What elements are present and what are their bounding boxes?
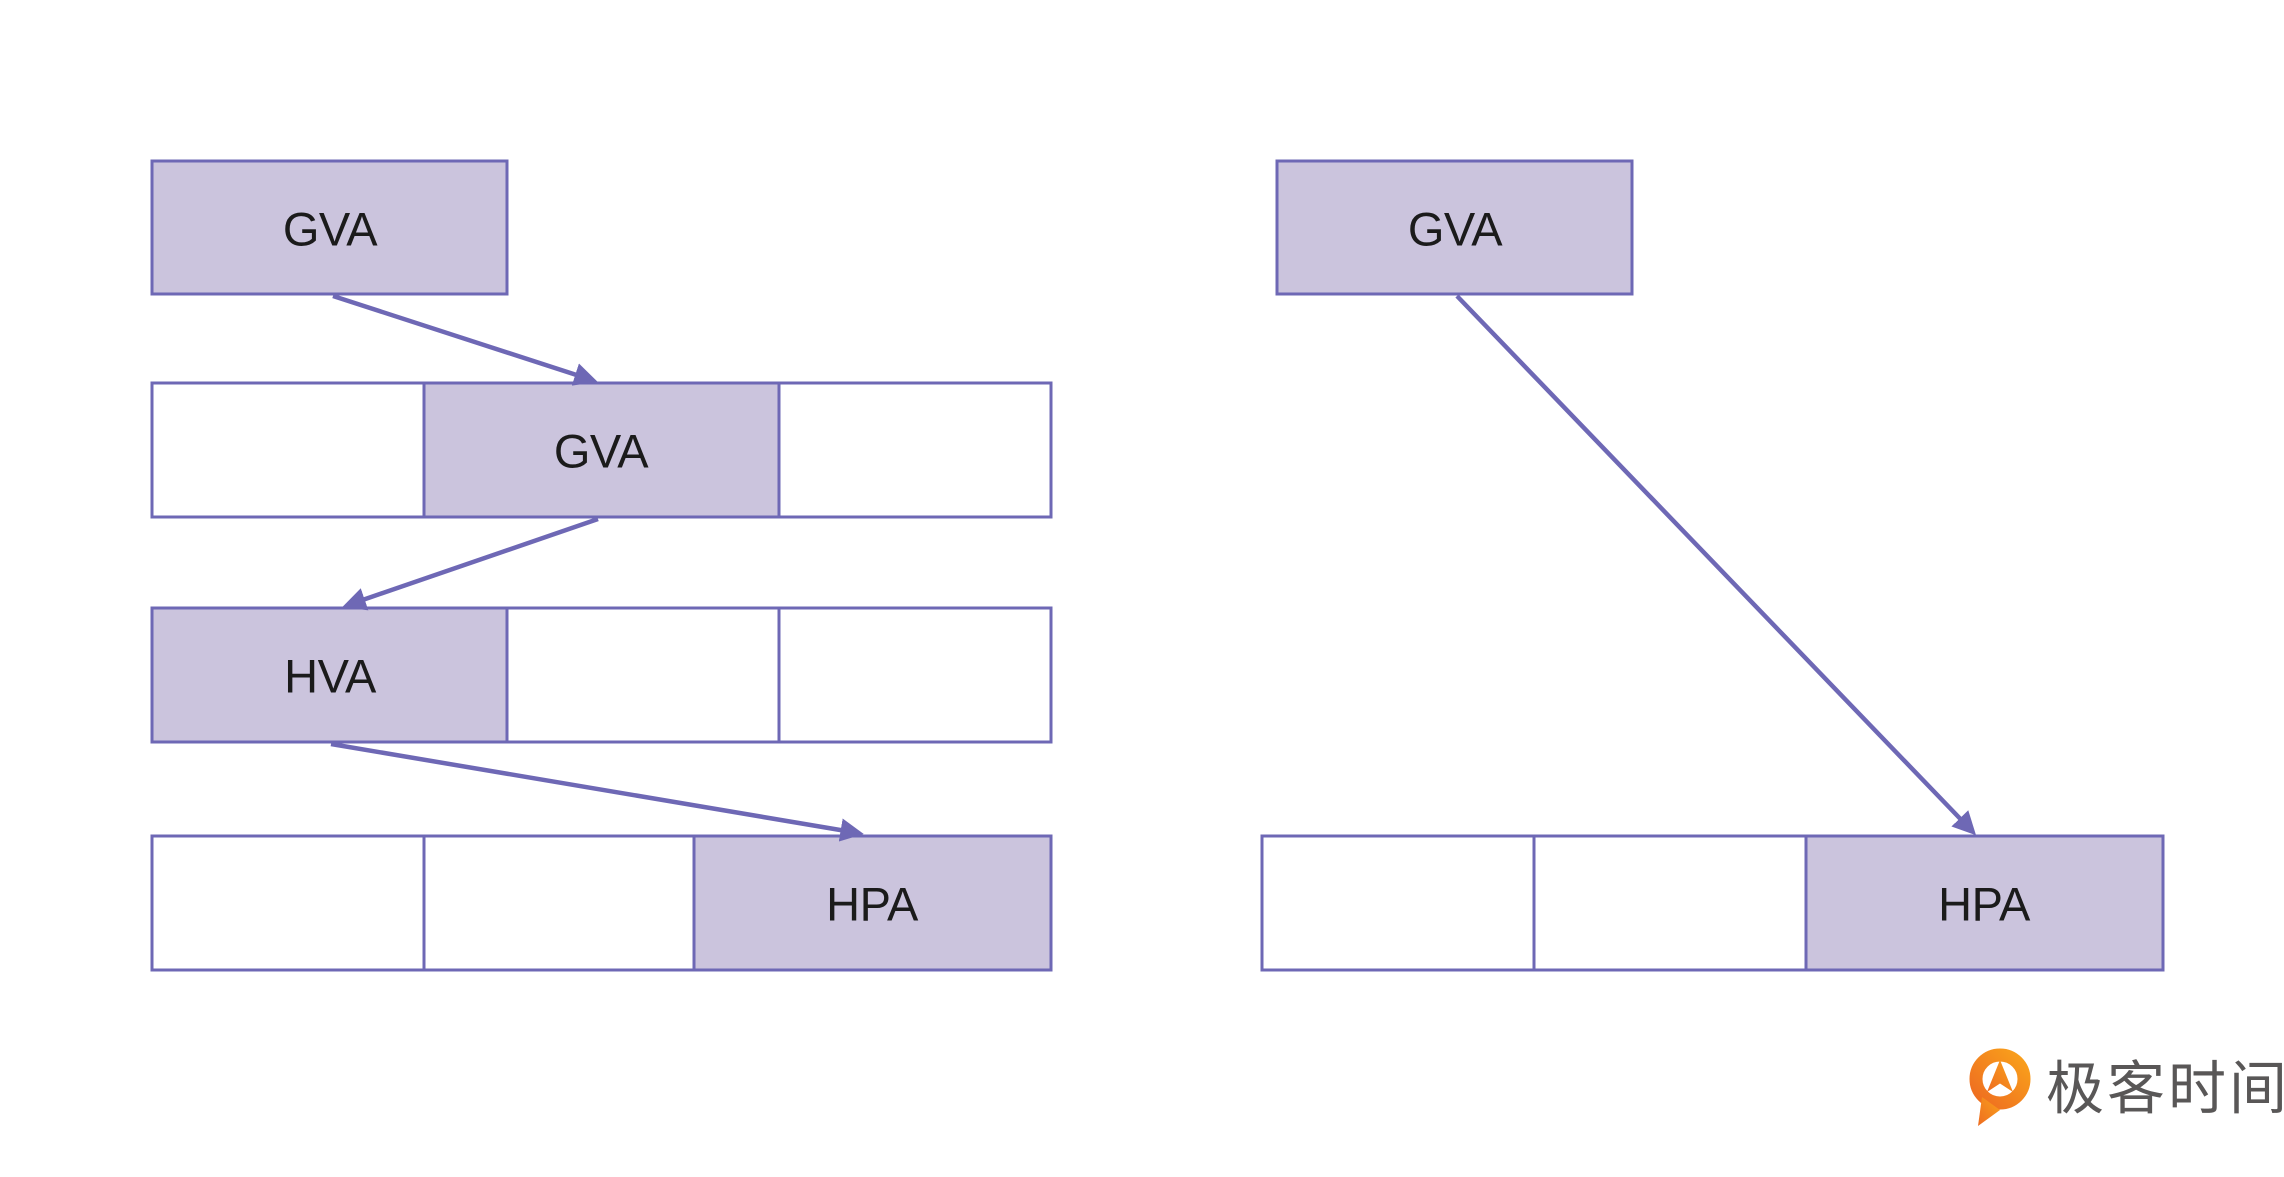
right-translation-diagram: GVA HPA xyxy=(1260,159,2165,972)
right-gva-box-label: GVA xyxy=(1408,203,1503,256)
left-row-2: HVA xyxy=(150,606,1053,744)
left-gva-box-label: GVA xyxy=(283,203,378,256)
left-row-2-cell-3 xyxy=(777,606,1053,744)
left-row-2-cell-2 xyxy=(505,606,781,744)
right-row-cell-2 xyxy=(1532,834,1808,972)
right-row-cell-hpa xyxy=(1804,834,2165,972)
geektime-logo-text: 极客时间 xyxy=(2046,1057,2284,1122)
left-row-1: GVA xyxy=(150,381,1053,519)
right-row-cell-1 xyxy=(1260,834,1536,972)
left-row-3-cell-1 xyxy=(150,834,426,972)
left-translation-diagram: GVA GVA HVA HPA xyxy=(150,159,1053,972)
arrow-gva-box-to-hpa-cell-direct xyxy=(1455,294,1977,836)
arrow-gva-cell-to-hva-cell xyxy=(342,516,599,611)
logo-pin-tail xyxy=(1978,1097,2000,1126)
left-row-2-cell-hva xyxy=(150,606,509,744)
left-row-3-cell-2 xyxy=(422,834,696,972)
arrow-gva-box-to-gva-cell xyxy=(332,293,598,386)
left-row-1-cell-gva xyxy=(422,381,781,519)
left-gva-box xyxy=(150,159,509,296)
logo-arrow-glyph xyxy=(1987,1060,2013,1092)
right-row-1: HPA xyxy=(1260,834,2165,972)
right-row-hpa-label: HPA xyxy=(1938,878,2031,931)
geektime-logo: 极客时间 xyxy=(1969,1048,2284,1126)
geektime-logo-icon xyxy=(1969,1048,2031,1126)
left-row-1-cell-3 xyxy=(777,381,1053,519)
left-row-1-gva-label: GVA xyxy=(554,425,649,478)
left-row-3: HPA xyxy=(150,834,1053,972)
left-row-1-cell-1 xyxy=(150,381,426,519)
arrow-hva-cell-to-hpa-cell xyxy=(330,741,864,842)
right-gva-box xyxy=(1275,159,1634,296)
left-row-3-hpa-label: HPA xyxy=(826,878,919,931)
left-row-3-cell-hpa xyxy=(692,834,1053,972)
logo-pin-ring xyxy=(1969,1048,2031,1110)
left-row-2-hva-label: HVA xyxy=(284,650,377,703)
